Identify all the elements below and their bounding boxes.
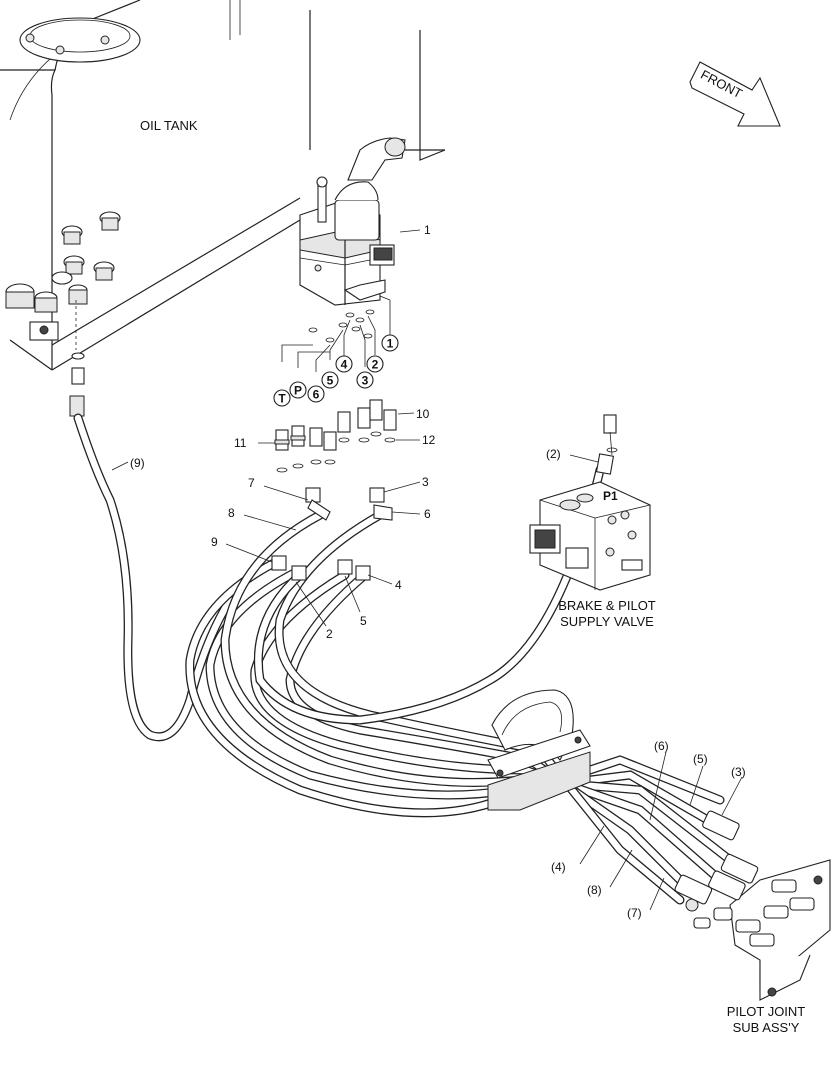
hose-label-2: (2) bbox=[546, 447, 561, 461]
hose-9 bbox=[73, 413, 235, 742]
port-marker-4: 4 bbox=[335, 355, 353, 373]
port-marker-2: 2 bbox=[366, 355, 384, 373]
hose-label-3: (3) bbox=[731, 765, 746, 779]
hose-clamp bbox=[487, 689, 591, 811]
part-label-4: 4 bbox=[395, 578, 402, 592]
part-label-7: 7 bbox=[248, 476, 255, 490]
hose-label-7: (7) bbox=[627, 906, 642, 920]
svg-text:3: 3 bbox=[362, 374, 369, 388]
part-label-5: 5 bbox=[360, 614, 367, 628]
hose-label-4: (4) bbox=[551, 860, 566, 874]
svg-text:1: 1 bbox=[387, 337, 394, 351]
part-label-6: 6 bbox=[424, 507, 431, 521]
svg-text:T: T bbox=[278, 392, 286, 406]
port-p1-label: P1 bbox=[603, 489, 618, 503]
port-marker-T: T bbox=[273, 389, 291, 407]
oil-tank-label: OIL TANK bbox=[140, 118, 198, 133]
port-marker-5: 5 bbox=[321, 371, 339, 389]
part-label-8: 8 bbox=[228, 506, 235, 520]
hose-label-5: (5) bbox=[693, 752, 708, 766]
port-marker-6: 6 bbox=[307, 385, 325, 403]
svg-text:5: 5 bbox=[327, 374, 334, 388]
front-arrow bbox=[689, 61, 781, 127]
joystick-pilot-valve bbox=[299, 137, 406, 306]
hose-end-fittings bbox=[271, 487, 393, 581]
brake-valve-label-line2: SUPPLY VALVE bbox=[560, 614, 654, 629]
orings-top bbox=[308, 309, 375, 343]
port-marker-1: 1 bbox=[381, 334, 399, 352]
part-label-1: 1 bbox=[424, 223, 431, 237]
port-marker-3: 3 bbox=[356, 371, 374, 389]
brake-valve-label-line1: BRAKE & PILOT bbox=[558, 598, 656, 613]
pilot-joint-label-line2: SUB ASS'Y bbox=[733, 1020, 800, 1035]
hose-2-fittings bbox=[595, 414, 618, 475]
hose-label-9: (9) bbox=[130, 456, 145, 470]
adapters-row bbox=[274, 399, 397, 473]
svg-text:P: P bbox=[294, 384, 302, 398]
pilot-joint-sub-assembly bbox=[685, 859, 831, 1001]
part-label-12: 12 bbox=[422, 433, 436, 447]
port-leader-lines bbox=[281, 295, 391, 372]
part-label-9: 9 bbox=[211, 535, 218, 549]
tank-bolts bbox=[5, 211, 121, 341]
part-label-3: 3 bbox=[422, 475, 429, 489]
svg-text:4: 4 bbox=[341, 358, 348, 372]
hose-end-fittings-right bbox=[674, 810, 759, 905]
port-marker-P: P bbox=[289, 381, 307, 399]
svg-text:6: 6 bbox=[313, 388, 320, 402]
oil-tank bbox=[0, 0, 446, 417]
part-label-2: 2 bbox=[326, 627, 333, 641]
hose-label-8: (8) bbox=[587, 883, 602, 897]
brake-pilot-supply-valve bbox=[529, 481, 651, 591]
svg-text:2: 2 bbox=[372, 358, 379, 372]
hose-label-6: (6) bbox=[654, 739, 669, 753]
pilot-joint-label-line1: PILOT JOINT bbox=[727, 1004, 806, 1019]
hose-2 bbox=[253, 465, 605, 725]
part-label-10: 10 bbox=[416, 407, 430, 421]
part-label-11: 11 bbox=[234, 436, 247, 450]
